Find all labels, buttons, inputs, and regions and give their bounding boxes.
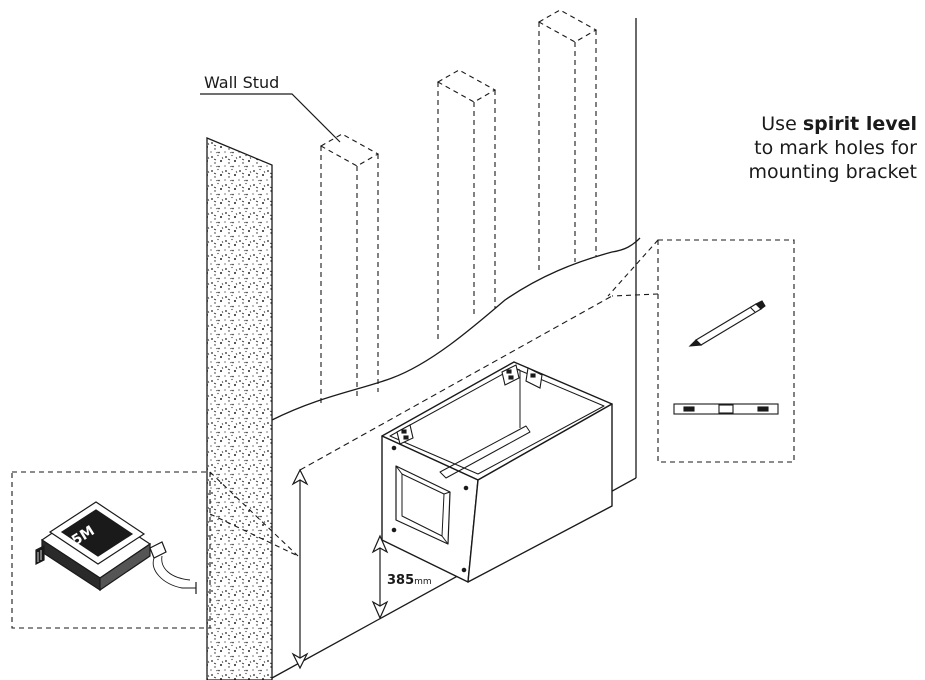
tools-callout bbox=[607, 239, 795, 463]
spirit-level-icon bbox=[673, 403, 779, 415]
instruction-emphasis: spirit level bbox=[802, 113, 917, 135]
pencil-icon bbox=[688, 300, 766, 347]
wall-stud-leader bbox=[200, 93, 341, 143]
instruction-line-3: mounting bracket bbox=[748, 161, 917, 183]
instruction-text: Use spirit level to mark holes for mount… bbox=[657, 112, 917, 184]
wallboard-cut-edge bbox=[271, 237, 641, 421]
instruction-line-2: to mark holes for bbox=[754, 137, 917, 159]
total-height-arrow bbox=[291, 468, 309, 670]
wall-stud-label: Wall Stud bbox=[204, 73, 279, 92]
wall-stud-2 bbox=[436, 69, 497, 340]
height-value-label: 385mm bbox=[387, 573, 432, 588]
wall-section bbox=[206, 137, 273, 680]
wall-stud-1 bbox=[319, 133, 380, 405]
wall-studs bbox=[319, 9, 598, 405]
tape-callout bbox=[11, 471, 299, 629]
tape-measure-icon bbox=[35, 501, 197, 594]
instruction-line-1: Use spirit level bbox=[761, 113, 917, 135]
mounting-bracket-right bbox=[501, 364, 543, 389]
mounting-bracket-left bbox=[396, 424, 414, 445]
height-385-arrow bbox=[371, 534, 389, 620]
vanity-cabinet bbox=[381, 361, 613, 583]
wall-stud-3 bbox=[537, 9, 598, 272]
